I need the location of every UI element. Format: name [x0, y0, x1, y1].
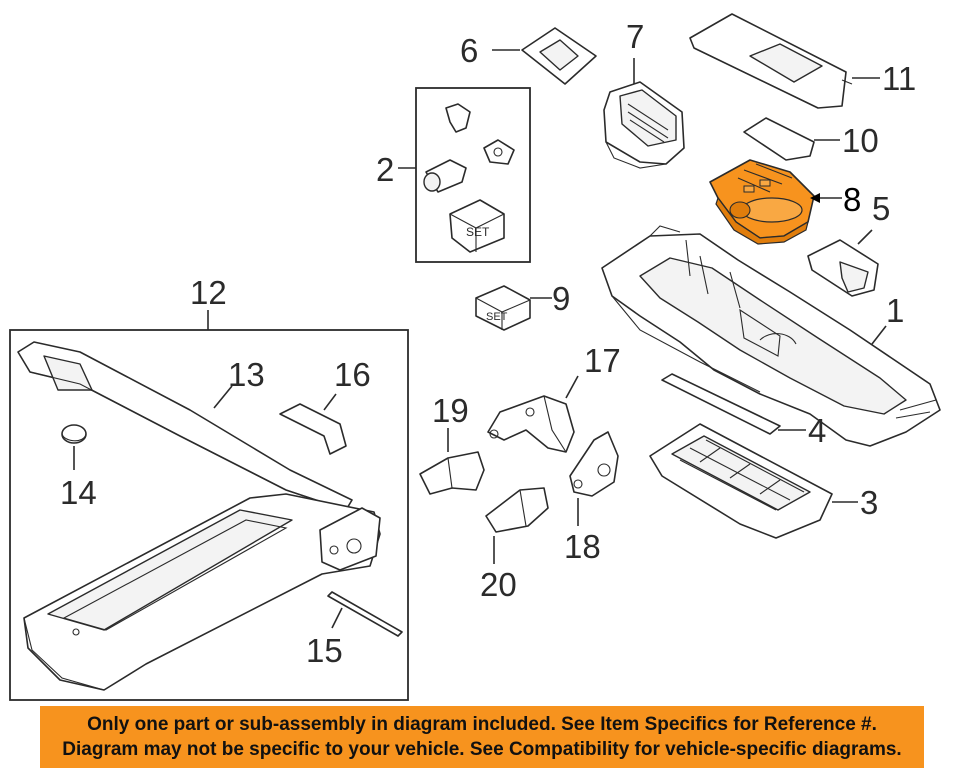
callout-7: 7 — [626, 18, 644, 55]
part-15-pin — [327, 591, 403, 637]
part-8-cup-holder — [709, 159, 815, 245]
part-11-console-lid — [689, 13, 853, 109]
callout-12: 12 — [190, 274, 227, 311]
part-2-kit-box — [415, 87, 531, 263]
part-18-hinge-bracket — [569, 431, 619, 497]
leader-8-arrowhead — [810, 193, 820, 203]
part-12-armrest-box — [9, 329, 409, 701]
part-3-bracket-tray — [649, 423, 833, 539]
callout-4: 4 — [808, 412, 826, 449]
part-17-hinge-bracket — [487, 395, 575, 453]
part-14-cap — [61, 424, 87, 444]
part-13-armrest-lid — [17, 341, 353, 511]
callout-9: 9 — [552, 280, 570, 317]
part-19-latch — [419, 451, 485, 495]
leader-15 — [331, 607, 343, 629]
set-label-b: SET — [486, 311, 508, 323]
disclaimer-line-1: Only one part or sub-assembly in diagram… — [87, 714, 877, 735]
callout-5: 5 — [872, 190, 890, 227]
callout-16: 16 — [334, 356, 371, 393]
callout-15: 15 — [306, 632, 343, 669]
leader-1 — [871, 325, 887, 345]
callout-11: 11 — [882, 60, 916, 97]
callout-20: 20 — [480, 566, 517, 603]
callout-6: 6 — [460, 32, 478, 69]
part-12-armrest-base — [23, 493, 381, 691]
part-16-clip — [279, 403, 347, 455]
part-9-set-kit: SET — [475, 285, 531, 331]
leader-16 — [323, 393, 337, 411]
part-1-console-housing — [601, 225, 941, 447]
callout-1: 1 — [886, 292, 904, 329]
callout-3: 3 — [860, 484, 878, 521]
leader-17 — [565, 375, 579, 399]
part-7-air-vent — [603, 81, 685, 169]
part-5-cover — [807, 239, 879, 297]
callout-18: 18 — [564, 528, 601, 565]
callout-19: 19 — [432, 392, 469, 429]
part-4-strip — [661, 373, 781, 435]
disclaimer-banner: Only one part or sub-assembly in diagram… — [40, 706, 924, 768]
part-10-pad — [743, 117, 815, 161]
callout-13: 13 — [228, 356, 265, 393]
leader-5 — [857, 229, 873, 245]
disclaimer-line-2: Diagram may not be specific to your vehi… — [62, 739, 902, 760]
callout-8: 8 — [843, 181, 861, 218]
set-label-a: SET — [466, 225, 490, 239]
callout-17: 17 — [584, 342, 621, 379]
part-6-pad — [521, 27, 597, 85]
callout-10: 10 — [842, 122, 879, 159]
callout-14: 14 — [60, 474, 97, 511]
part-2-hardware: SET — [423, 103, 515, 253]
leader-13 — [213, 385, 233, 409]
callout-2: 2 — [376, 151, 394, 188]
part-20-latch — [485, 487, 549, 533]
